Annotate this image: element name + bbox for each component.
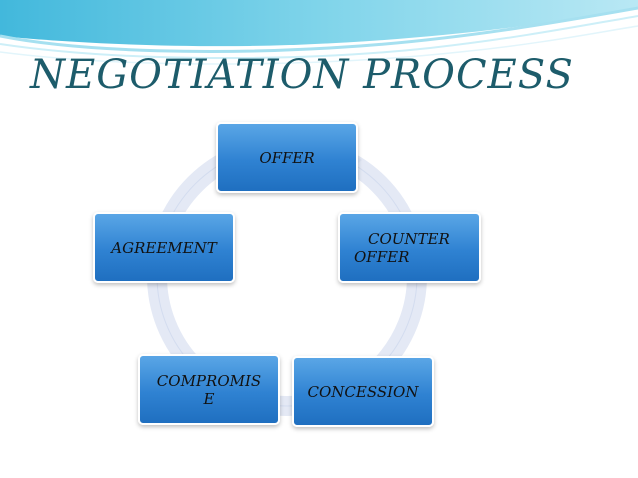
step-offer-label: OFFER (259, 148, 315, 167)
step-concession-box: CONCESSION (292, 356, 434, 427)
step-counter-offer-label-line2: OFFER (354, 247, 410, 266)
step-counter-offer-box: COUNTER OFFER (338, 212, 481, 283)
step-counter-offer-label-line1: COUNTER (368, 229, 450, 248)
step-offer-box: OFFER (216, 122, 358, 193)
step-compromise-label-line1: COMPROMIS (156, 371, 262, 390)
slide-title: NEGOTIATION PROCESS (30, 52, 574, 98)
step-agreement-label: AGREEMENT (111, 238, 217, 257)
step-compromise-label-line2: E (203, 389, 215, 408)
step-concession-label: CONCESSION (307, 382, 419, 401)
step-compromise-box: COMPROMIS E (138, 354, 280, 425)
step-agreement-box: AGREEMENT (93, 212, 235, 283)
header-wave-decoration (0, 0, 638, 65)
